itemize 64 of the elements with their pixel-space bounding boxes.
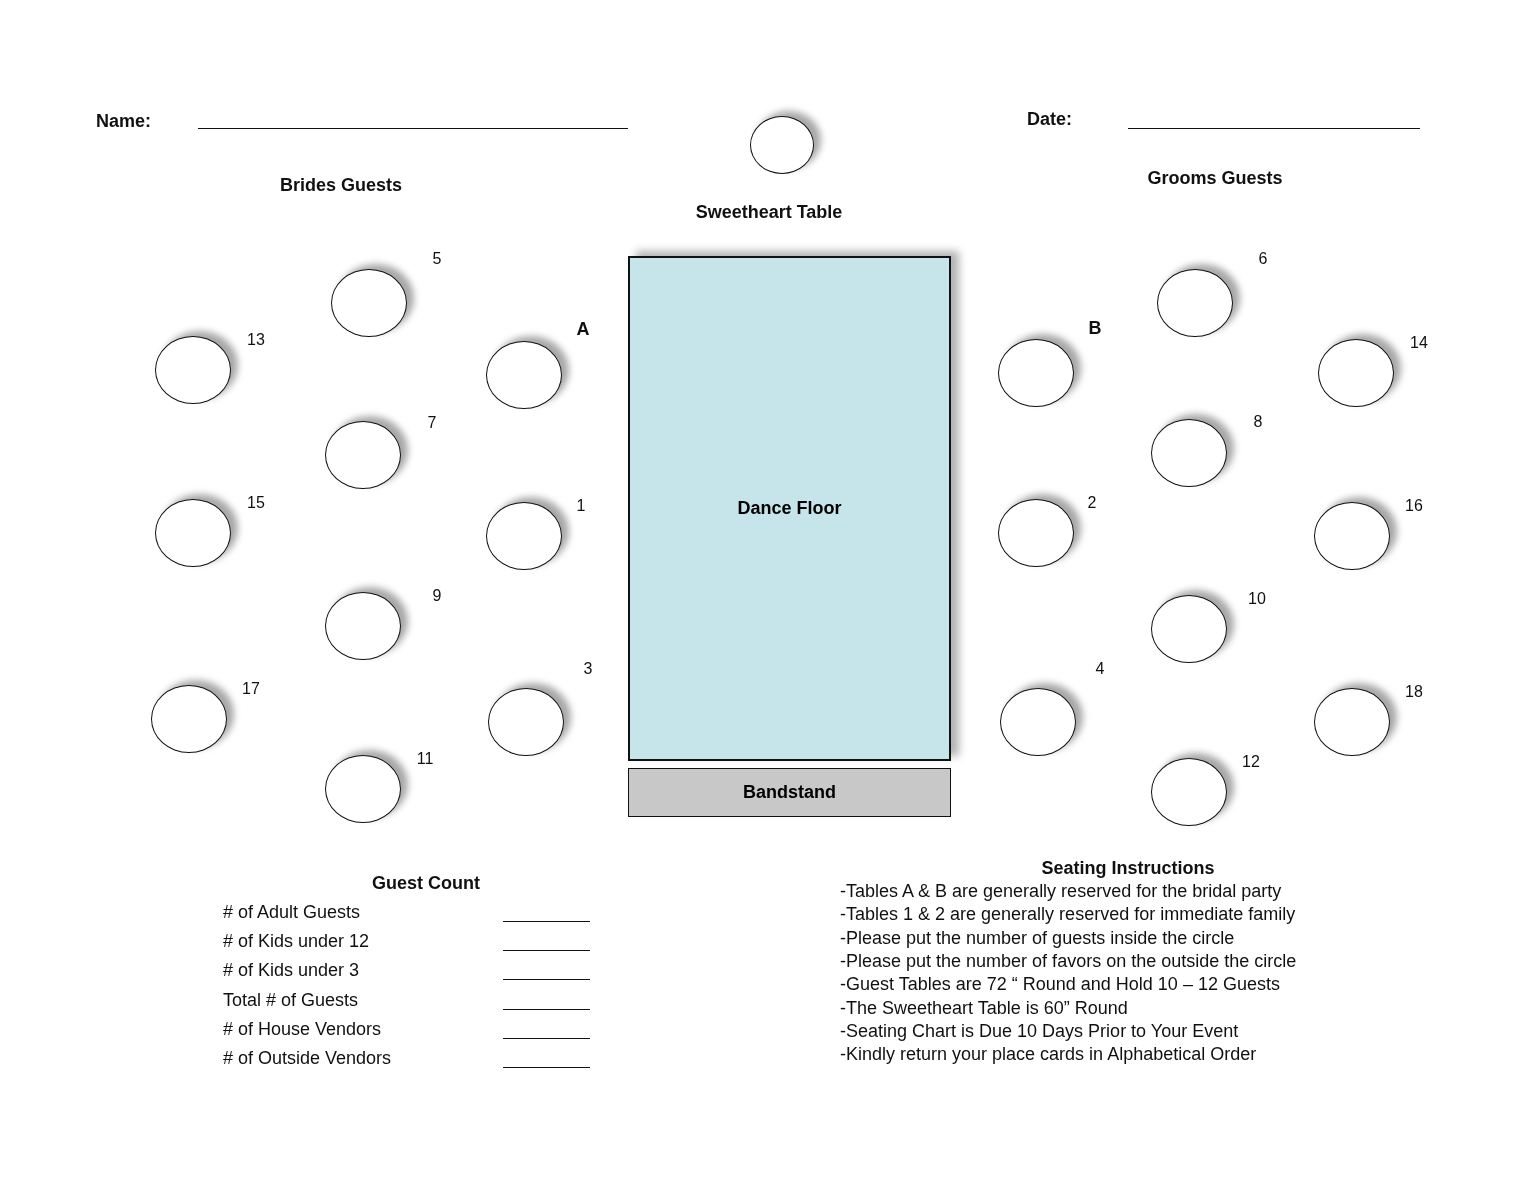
table-number: 18 [1405, 683, 1423, 701]
instruction-text: -Kindly return your place cards in Alphabetical Order [840, 1044, 1257, 1066]
table-number: 14 [1410, 334, 1428, 352]
instruction-text: -Guest Tables are 72 “ Round and Hold 10 – 12 Guests [840, 974, 1280, 996]
table-number: 5 [432, 250, 442, 268]
instruction-text: -Seating Chart is Due 10 Days Prior to Your Event [840, 1020, 1239, 1042]
table-circle [325, 755, 401, 823]
section-heading: Seating Instructions [1041, 858, 1215, 879]
table-number: 13 [247, 331, 265, 349]
table-circle [998, 339, 1074, 407]
table-circle [325, 421, 401, 489]
table-circle [1318, 339, 1394, 407]
table-number: 11 [416, 750, 434, 768]
instruction-text: -Tables A & B are generally reserved for the bridal party [840, 881, 1282, 902]
count-label: Total # of Guests [223, 989, 359, 1011]
table-circle [155, 499, 231, 567]
count-label: # of Outside Vendors [223, 1048, 392, 1069]
instruction-text: -Please put the number of guests inside the circle [840, 927, 1235, 949]
table-circle [1151, 419, 1227, 487]
table-circle [325, 592, 401, 660]
section-heading: Brides Guests [280, 175, 402, 196]
table-circle [998, 499, 1074, 567]
table-circle [488, 688, 564, 756]
instruction-text: -Please put the number of favors on the outside the circle [840, 950, 1297, 972]
table-caption: Sweetheart Table [695, 202, 843, 223]
field-label: Name: [96, 111, 152, 132]
instruction-text: -Tables 1 & 2 are generally reserved for immediate family [840, 904, 1296, 926]
table-number: 10 [1248, 590, 1266, 608]
table-circle [1151, 758, 1227, 826]
count-label: # of Kids under 12 [223, 931, 370, 953]
section-heading: Guest Count [372, 873, 480, 894]
table-number: 12 [1242, 753, 1260, 771]
table-number: 7 [427, 414, 437, 432]
bandstand: Bandstand [628, 768, 951, 817]
table-circle [155, 336, 231, 404]
table-number: 2 [1087, 494, 1097, 512]
count-label: # of Adult Guests [223, 902, 361, 923]
table-circle [486, 341, 562, 409]
table-circle [1314, 688, 1390, 756]
table-number: 8 [1253, 413, 1263, 431]
table-number: 1 [576, 497, 586, 515]
table-letter: A [576, 319, 590, 340]
table-circle [331, 269, 407, 337]
table-number: 9 [432, 587, 442, 605]
table-circle [1314, 502, 1390, 570]
table-number: 16 [1405, 497, 1423, 515]
table-number: 15 [247, 494, 265, 512]
table-circle [151, 685, 227, 753]
table-circle [486, 502, 562, 570]
section-heading: Grooms Guests [1147, 168, 1283, 189]
table-circle [1157, 269, 1233, 337]
table-circle [1000, 688, 1076, 756]
table-number: 4 [1095, 660, 1105, 678]
table-letter: B [1088, 318, 1102, 339]
dance-floor: Dance Floor [628, 256, 951, 761]
table-number: 17 [242, 680, 260, 698]
table-circle [1151, 595, 1227, 663]
count-label: # of House Vendors [223, 1018, 382, 1040]
table-number: 6 [1258, 250, 1268, 268]
instruction-text: -The Sweetheart Table is 60” Round [840, 997, 1128, 1019]
count-label: # of Kids under 3 [223, 960, 360, 982]
field-label: Date: [1027, 109, 1072, 130]
table-circle [750, 116, 814, 174]
table-number: 3 [583, 660, 593, 678]
